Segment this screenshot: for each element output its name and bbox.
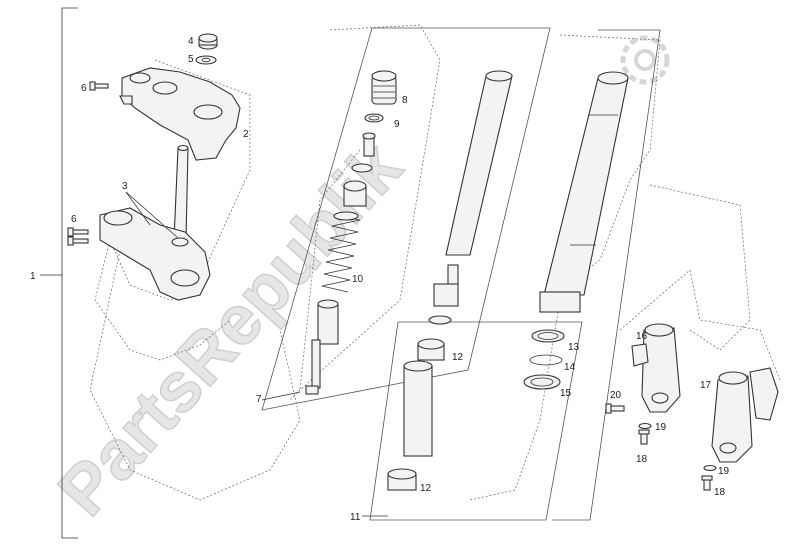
callout-6-upper: 6 [81, 83, 87, 94]
callout-labels: 1 2 3 4 5 6 6 7 8 9 10 11 12 12 13 14 15… [30, 36, 730, 523]
fork-group-boxes [261, 27, 661, 521]
lower-bushing [387, 468, 417, 491]
left-fork-leg [631, 323, 681, 413]
top-washer [195, 55, 217, 65]
o-ring [364, 113, 384, 123]
right-fork-leg [711, 367, 779, 463]
upper-bushing [417, 338, 445, 361]
callout-8: 8 [402, 95, 408, 106]
dust-seal [523, 374, 561, 390]
callout-14: 14 [564, 362, 576, 373]
callout-13: 13 [568, 342, 580, 353]
upper-triple-clamp [119, 67, 241, 161]
bolt-18b [701, 475, 713, 491]
callout-19-right: 19 [718, 466, 730, 477]
assembly-bracket [40, 7, 78, 539]
callout-18-left: 18 [636, 454, 648, 465]
small-bolt [362, 132, 376, 157]
callout-7: 7 [256, 394, 262, 405]
slider-tube [403, 360, 433, 457]
callout-6-lower: 6 [71, 214, 77, 225]
top-nut [198, 33, 218, 50]
callout-2: 2 [243, 129, 249, 140]
dashed-outlines [89, 24, 781, 501]
clamp-bolt-upper [89, 81, 109, 91]
spring-seat [343, 180, 367, 207]
callout-12-lower: 12 [420, 483, 432, 494]
washer-19a [638, 422, 652, 430]
fork-spring [321, 211, 361, 293]
clamp-bolts-lower [67, 227, 89, 246]
callout-11: 11 [350, 512, 361, 523]
callout-16: 16 [636, 331, 648, 342]
seal-clip [529, 354, 563, 366]
gear-icon [620, 35, 670, 85]
axle-bolt-20 [605, 403, 625, 414]
leader-lines [125, 191, 388, 517]
outer-fork-tube [539, 71, 629, 313]
callout-1: 1 [30, 271, 36, 282]
bolt-18a [638, 429, 650, 445]
callout-19-left: 19 [655, 422, 667, 433]
oil-seal [531, 329, 565, 343]
callout-17: 17 [700, 380, 712, 391]
steering-stem [173, 144, 189, 241]
spacer-washer [351, 163, 373, 173]
damper-rod [305, 299, 339, 395]
callout-12-upper: 12 [452, 352, 464, 363]
callout-20: 20 [610, 390, 622, 401]
callout-9: 9 [394, 119, 400, 130]
washer-19b [703, 464, 717, 472]
inner-fork-tube [428, 70, 513, 325]
callout-5: 5 [188, 54, 194, 65]
callout-3: 3 [122, 181, 128, 192]
callout-18-right: 18 [714, 487, 726, 498]
lower-triple-clamp [99, 207, 211, 301]
callout-15: 15 [560, 388, 572, 399]
fork-cap [371, 70, 397, 105]
callout-10: 10 [352, 274, 364, 285]
callout-4: 4 [188, 36, 194, 47]
